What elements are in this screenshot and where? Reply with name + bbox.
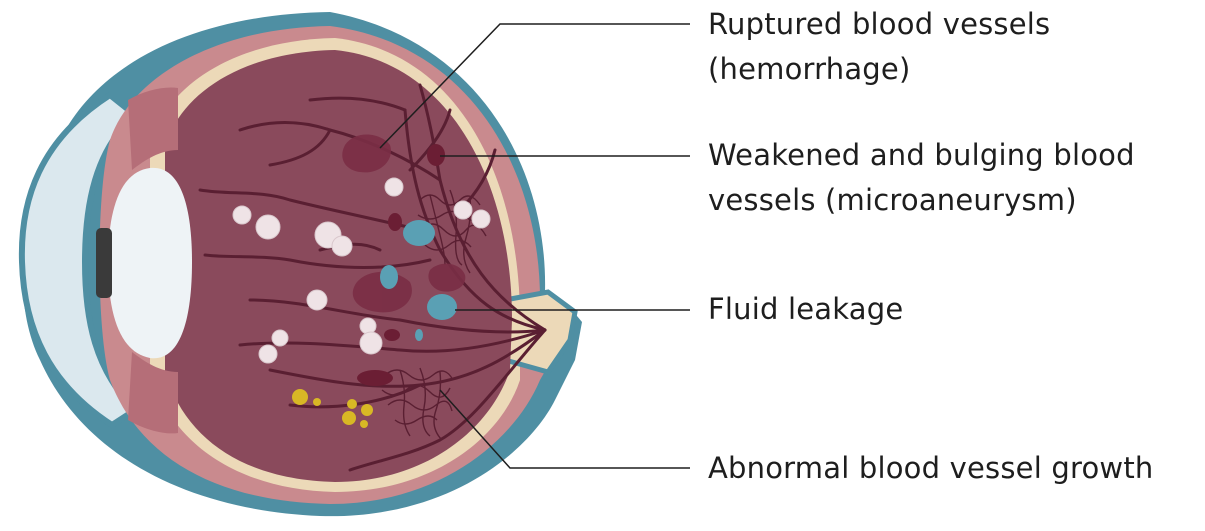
label-growth-line1: Abnormal blood vessel growth xyxy=(708,446,1154,491)
label-hemorrhage-line2: (hemorrhage) xyxy=(708,47,1050,92)
label-hemorrhage: Ruptured blood vessels (hemorrhage) xyxy=(708,2,1050,92)
label-hemorrhage-line1: Ruptured blood vessels xyxy=(708,2,1050,47)
pupil xyxy=(96,228,112,298)
label-fluid-line1: Fluid leakage xyxy=(708,287,903,332)
label-fluid: Fluid leakage xyxy=(708,287,903,332)
label-microaneurysm: Weakened and bulging blood vessels (micr… xyxy=(708,133,1135,223)
label-microaneurysm-line2: vessels (microaneurysm) xyxy=(708,178,1135,223)
lens xyxy=(108,168,192,358)
label-growth: Abnormal blood vessel growth xyxy=(708,446,1154,491)
label-microaneurysm-line1: Weakened and bulging blood xyxy=(708,133,1135,178)
eye-globe xyxy=(22,12,582,516)
